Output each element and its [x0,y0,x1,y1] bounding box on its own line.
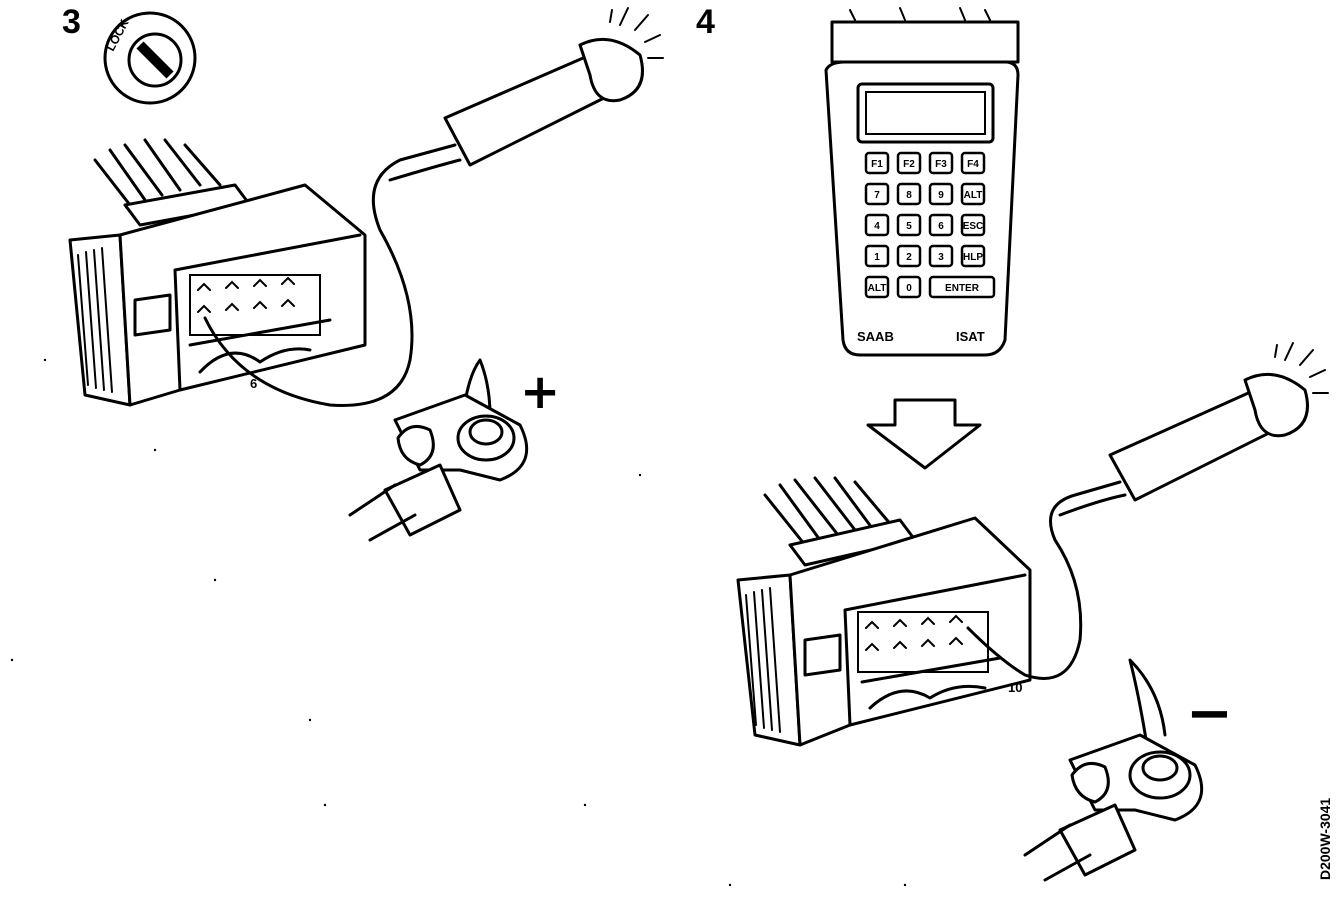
tester-key [960,182,986,206]
tester-key-label: 1 [874,252,880,263]
tester-name: ISAT [956,329,985,344]
ground-terminal-step4 [1023,658,1204,882]
tester-key-label: ESC [963,221,984,232]
tester-key-label: 0 [906,283,912,294]
tester-key [928,275,996,299]
tester-brand: SAAB [857,329,894,344]
down-arrow-icon [866,398,982,470]
tester-key [864,244,890,268]
tester-key [928,213,954,237]
tester-key-label: 2 [906,252,912,263]
tester-key [864,213,890,237]
tester-key [960,151,986,175]
step-4-number: 4 [696,3,715,41]
tester-key [864,151,890,175]
tester-key-label: F4 [967,159,979,170]
tester-key-label: F1 [871,159,883,170]
tester-key [896,151,922,175]
tester-key [960,244,986,268]
tester-key [928,151,954,175]
tester-key [896,244,922,268]
connector-step4: 10 [736,476,1032,747]
tester-key-label: 8 [906,190,912,201]
test-lamp-icon-step4 [966,342,1329,680]
tester-key-label: 4 [874,221,880,232]
ground-terminal-step3 [348,358,529,542]
tester-key [896,275,922,299]
tester-key-label: F3 [935,159,947,170]
tester-key-label: 6 [938,221,944,232]
tester-key [928,244,954,268]
tester-key-label: ENTER [945,283,980,294]
tester-key [928,182,954,206]
tester-key-label: 5 [906,221,912,232]
scan-specks [10,358,907,887]
tester-key-label: 3 [938,252,944,263]
tester-key-label: ALT [964,190,983,201]
test-lamp-icon [203,7,664,407]
pin-6-label: 6 [250,376,257,391]
tester-key [864,182,890,206]
figure-reference: D200W-3041 [1317,798,1333,880]
tester-key-label: ALT [868,283,887,294]
tester-key-label: HLP [963,252,983,263]
tester-key-label: F2 [903,159,915,170]
tester-key [896,182,922,206]
tester-key-label: 9 [938,190,944,201]
connector-step3: 6 [68,138,367,407]
tester-key-label: 7 [874,190,880,201]
positive-sign: + [520,364,560,420]
tester-key [896,213,922,237]
step-3-number: 3 [62,3,81,41]
tester-key [864,275,890,299]
pin-10-label: 10 [1008,680,1022,695]
ignition-lock-icon: LOCK [103,11,197,105]
negative-sign: − [1186,681,1233,746]
tester-key [960,213,986,237]
